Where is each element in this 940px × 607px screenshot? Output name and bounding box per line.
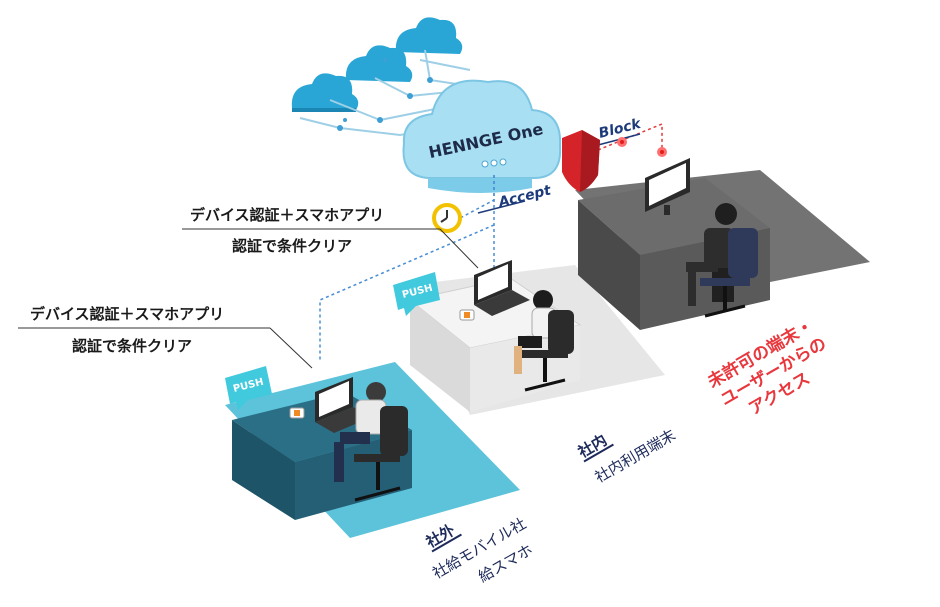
callout-leader-left (18, 327, 313, 369)
circuit-nodes (337, 58, 433, 131)
office-chair-inside (522, 310, 574, 392)
zone-unauthorized-label: 未許可の端末・ ユーザーからの アクセス (703, 315, 830, 420)
small-cloud-2 (345, 45, 413, 82)
monitor-icon (645, 158, 690, 215)
person-outside (334, 382, 387, 482)
clock-icon (432, 203, 462, 233)
cloud-dots (481, 158, 507, 168)
smartphone-icon (459, 309, 475, 321)
callout-left-line2: 認証で条件クリア (72, 337, 192, 355)
connection-lines (319, 175, 495, 360)
office-chair-unauthorized (700, 228, 758, 318)
zone-inside-label: 社内 社内利用端末 (574, 426, 679, 487)
callout-left-line1: デバイス認証＋スマホアプリ (30, 305, 224, 323)
person-inside (514, 290, 557, 374)
small-cloud-3 (395, 17, 463, 54)
small-cloud-1 (291, 73, 359, 112)
cloud-icon (402, 79, 562, 193)
callout-top-line1: デバイス認証＋スマホアプリ (190, 206, 384, 224)
callout-leader-top (182, 228, 479, 269)
callout-top-line2: 認証で条件クリア (232, 237, 352, 255)
push-bubble-inside: PUSH (393, 272, 440, 316)
smartphone-icon-outside (289, 407, 305, 419)
zone-inside-line1: 社内利用端末 (592, 426, 679, 487)
office-chair-outside (354, 406, 408, 502)
push-bubble-outside: PUSH (225, 366, 272, 410)
block-nodes (617, 137, 667, 157)
laptop-icon (474, 260, 530, 316)
shield-icon (562, 130, 600, 192)
